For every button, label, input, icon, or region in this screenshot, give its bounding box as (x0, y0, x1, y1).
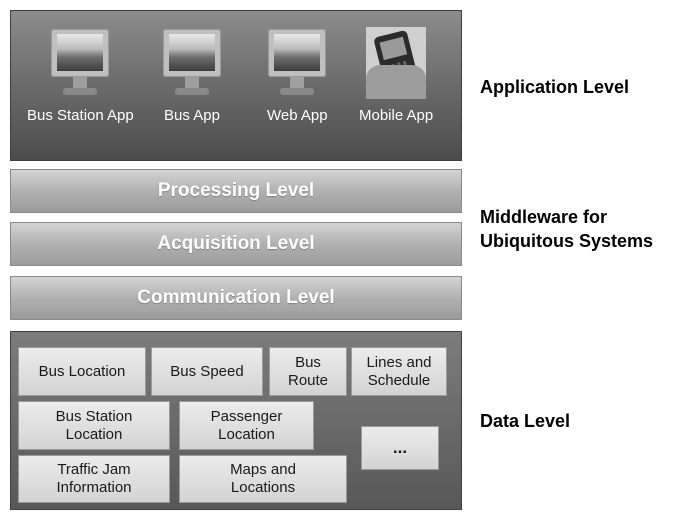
web-app: Web App (267, 29, 328, 124)
monitor-icon (163, 29, 221, 99)
app-label: Mobile App (359, 107, 434, 124)
data-box-more: ... (361, 426, 439, 470)
app-label: Web App (267, 107, 328, 124)
app-label: Bus App (164, 107, 220, 124)
communication-level-bar: Communication Level (10, 276, 462, 320)
app-label: Bus Station App (27, 107, 134, 124)
monitor-icon (51, 29, 110, 99)
bus-app: Bus App (163, 29, 221, 124)
bus-station-app: Bus Station App (27, 29, 134, 124)
application-level-label: Application Level (480, 77, 630, 97)
data-box-bus-speed: Bus Speed (151, 347, 263, 396)
processing-level-bar: Processing Level (10, 169, 462, 213)
mobile-phone-icon (366, 27, 427, 99)
application-level-panel: Bus Station App Bus App Web App Mobile A… (10, 10, 462, 161)
data-level-label: Data Level (480, 411, 571, 431)
acquisition-level-bar: Acquisition Level (10, 222, 462, 266)
mobile-app: Mobile App (359, 27, 433, 124)
middleware-label: Middleware for Ubiquitous Systems (480, 207, 654, 251)
data-box-bus-location: Bus Location (18, 347, 146, 396)
monitor-icon (268, 29, 327, 99)
